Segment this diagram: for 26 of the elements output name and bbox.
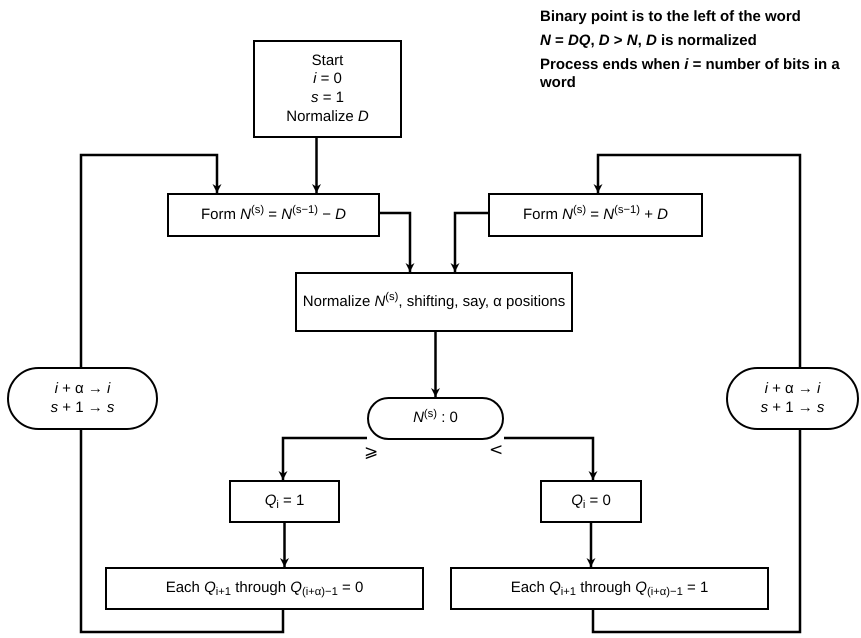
note-text: Binary point is to the left of the word: [539, 8, 802, 26]
process-box: Form N$^{(s)}$ = N$^{(s−1)}$ − D: [167, 193, 380, 237]
process-box: Each Q$_{i+1}$ through Q$_{(i+α)−1}$ = 1: [450, 567, 769, 610]
connector-line: [80, 430, 284, 634]
process-box: Q$_{i}$ = 0: [540, 480, 642, 523]
process-box: Q$_{i}$ = 1: [229, 480, 340, 523]
arrow: [380, 212, 414, 272]
process-box: Normalize N$^{(s)}$, shifting, say, α positions: [295, 272, 573, 332]
process-box: Form N$^{(s)}$ = N$^{(s−1)}$ + D: [488, 193, 703, 237]
arrow: [278, 436, 367, 480]
note-text: Process ends when i = number of bits in a word: [539, 56, 841, 92]
arrow: [450, 212, 488, 272]
arrow: [431, 332, 440, 397]
arrow: [586, 523, 596, 567]
arrow: [280, 523, 289, 567]
arrow: [504, 436, 598, 480]
arrow: [312, 138, 321, 193]
rounded-box: N$^{(s)}$ : 0: [367, 397, 504, 440]
connector-line: [592, 430, 802, 634]
process-box: Each Q$_{i+1}$ through Q$_{(i+α)−1}$ = 0: [105, 567, 424, 610]
arrow: [594, 154, 802, 367]
arrow: [80, 154, 222, 367]
note-text: N = DQ, D > N, D is normalized: [539, 32, 758, 50]
process-box: Start i = 0 s = 1 Normalize D: [253, 40, 402, 138]
rounded-box: i + α → i s + 1 → s: [7, 367, 158, 430]
rounded-box: i + α → i s + 1 → s: [726, 367, 859, 430]
